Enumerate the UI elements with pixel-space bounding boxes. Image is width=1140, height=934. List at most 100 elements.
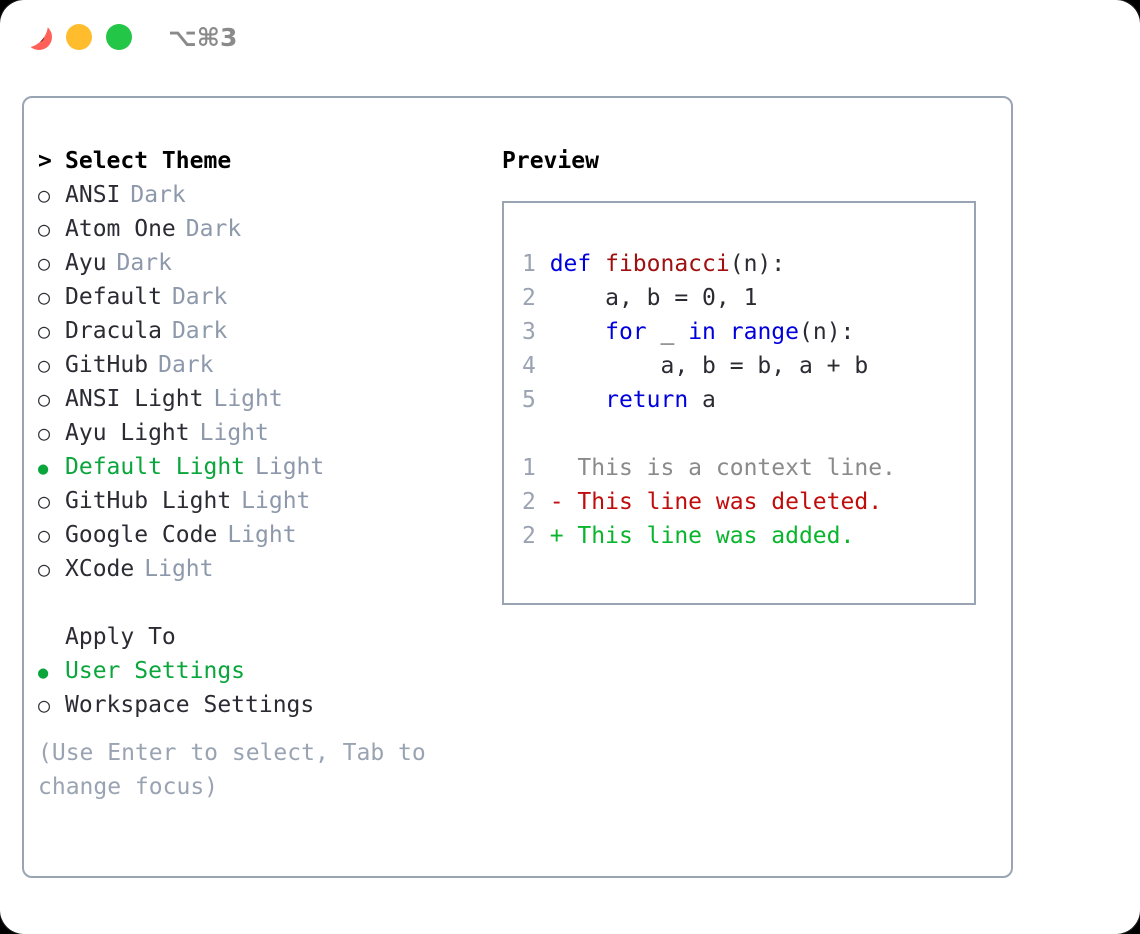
line-number: 1 [522,251,550,277]
code-line-3: 4 a, b = b, a + b [522,349,974,383]
title-bar: ⌥⌘3 [0,0,1140,78]
item-category: Dark [171,284,228,310]
radio-marker-icon: ○ [38,523,51,547]
theme-item-8[interactable]: ● Default Light Light [38,450,478,484]
diff-line-1: 2 - This line was deleted. [522,485,974,519]
line-number: 1 [522,455,550,481]
code-sample: 1 def fibonacci(n): 2 a, b = 0, 1 3 for _ … [522,247,974,417]
diff-line-0: 1 This is a context line. [522,451,974,485]
theme-item-10[interactable]: ○ Google Code Light [38,518,478,552]
diff-sample: 1 This is a context line.2 - This line w… [522,451,974,553]
diff-line-2: 2 + This line was added. [522,519,974,553]
preview-code-box: 1 def fibonacci(n): 2 a, b = 0, 1 3 for _ … [502,201,976,605]
theme-item-4[interactable]: ○ Dracula Dark [38,314,478,348]
item-label: User Settings [65,658,246,684]
item-label: ANSI [65,182,121,208]
item-label: Default Light [65,454,246,480]
code-token: a, b = 0, 1 [549,285,758,311]
radio-marker-icon: ○ [38,353,51,377]
line-number: 2 [522,285,550,311]
radio-marker-icon: ○ [38,421,51,445]
line-number: 4 [522,353,550,379]
code-token: for [605,319,647,345]
theme-item-9[interactable]: ○ GitHub Light Light [38,484,478,518]
item-label: Ayu [65,250,107,276]
item-category: Dark [185,216,242,242]
code-line-2: 3 for _ in range(n): [522,315,974,349]
code-token [550,387,605,413]
apply-to-option-1[interactable]: ○ Workspace Settings [38,688,478,722]
item-category: Light [213,386,283,412]
minimize-button[interactable] [66,24,92,50]
apply-to-option-0[interactable]: ● User Settings [38,654,478,688]
item-label: XCode [65,556,135,582]
item-category: Dark [130,182,186,208]
code-token: return [605,387,689,413]
item-category: Dark [171,318,228,344]
item-label: Ayu Light [65,420,190,446]
item-category: Light [144,556,214,582]
list-spacer [38,586,478,620]
close-button[interactable] [26,24,52,50]
theme-item-7[interactable]: ○ Ayu Light Light [38,416,478,450]
radio-marker-icon: ○ [38,489,51,513]
code-token: (n): [729,251,786,277]
radio-marker-icon: ○ [38,285,51,309]
radio-marker-icon: ○ [38,319,51,343]
theme-item-0[interactable]: ○ ANSI Dark [38,178,478,212]
code-token: a [688,387,716,413]
keyboard-hint-text: (Use Enter to select, Tab to change focu… [38,740,440,800]
code-token: def [549,251,606,277]
item-label: Atom One [65,216,176,242]
item-label: Dracula [65,318,162,344]
apply-to-header: Apply To [38,620,478,654]
item-label: Select Theme [65,148,232,174]
radio-marker-icon: ● [38,663,49,683]
item-category: Light [241,488,311,514]
code-line-0: 1 def fibonacci(n): [522,247,974,281]
item-category: Light [255,454,325,480]
maximize-button[interactable] [106,24,132,50]
theme-item-11[interactable]: ○ XCode Light [38,552,478,586]
line-number: 2 [522,523,550,549]
code-token: a, b = b, a + b [549,353,869,379]
item-label: GitHub Light [65,488,232,514]
preview-title: Preview [502,148,599,174]
line-number: 5 [522,387,550,413]
radio-marker-icon: > [38,148,52,174]
item-category: Light [227,522,297,548]
theme-item-1[interactable]: ○ Atom One Dark [38,212,478,246]
preview-column: Preview 1 def fibonacci(n): 2 a, b = 0, 1… [502,144,992,605]
item-category: Light [199,420,269,446]
code-token [716,319,730,345]
radio-marker-icon: ● [38,459,49,479]
code-token [550,319,605,345]
radio-marker-icon: ○ [38,217,51,241]
code-token: fibonacci [605,251,730,277]
window-controls [26,24,132,50]
radio-marker-icon: ○ [38,183,51,207]
item-label: Workspace Settings [65,692,315,718]
code-line-4: 5 return a [522,383,974,417]
radio-marker-icon: ○ [38,251,51,275]
diff-text: - This line was deleted. [549,489,883,515]
code-token: range [729,319,799,345]
item-label: Apply To [65,624,176,650]
line-number: 2 [522,489,550,515]
item-category: Dark [158,352,214,378]
keyboard-shortcut-label: ⌥⌘3 [168,23,238,52]
theme-item-2[interactable]: ○ Ayu Dark [38,246,478,280]
radio-marker-icon: ○ [38,693,51,717]
frame-corner-bottom-right [1092,886,1140,934]
radio-marker-icon: ○ [38,557,51,581]
item-label: Google Code [65,522,218,548]
code-diff-gap [522,417,974,451]
item-category: Dark [116,250,172,276]
